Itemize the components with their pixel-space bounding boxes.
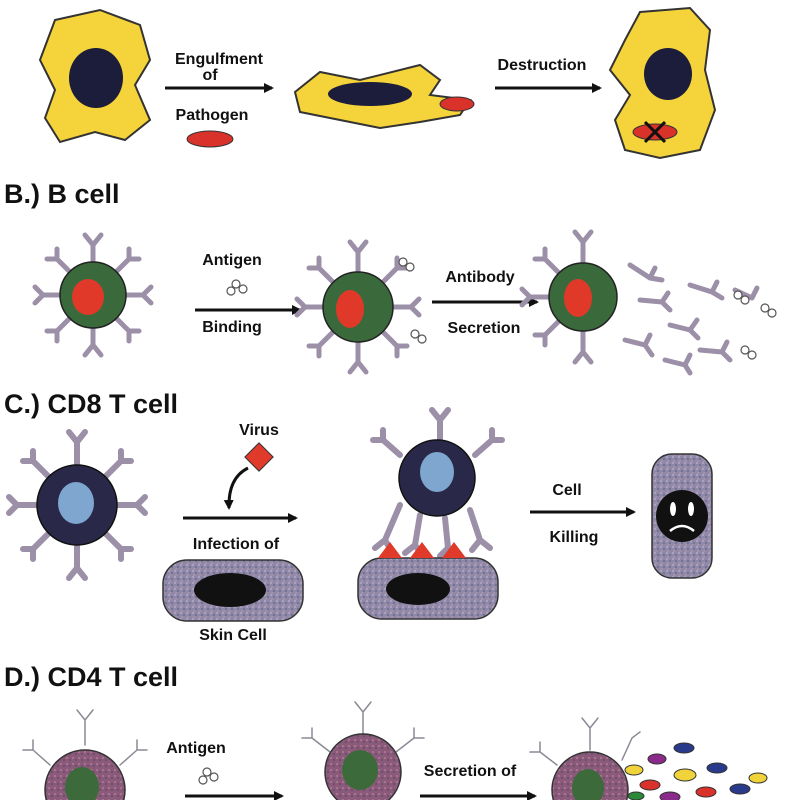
label-killing: Killing bbox=[550, 529, 599, 546]
label-engulfment-1: Engulfment bbox=[175, 51, 264, 68]
heading-c: C.) CD8 T cell bbox=[4, 389, 178, 419]
secreted-antibodies bbox=[622, 262, 760, 376]
panel-d: D.) CD4 T cell Antigen bbox=[4, 662, 768, 800]
cd4-t-cell-1-nucleus bbox=[65, 767, 99, 800]
virus-icon bbox=[244, 442, 274, 472]
label-antigen-b: Antigen bbox=[202, 252, 262, 269]
skin-cell-infected bbox=[357, 542, 499, 620]
b-cell-2 bbox=[294, 239, 427, 375]
destroyed-mark bbox=[643, 120, 667, 144]
label-engulfment-3: Pathogen bbox=[176, 107, 249, 124]
panel-b: B.) B cell Antigen Binding bbox=[4, 179, 777, 376]
label-secretion-d: Secretion of bbox=[424, 763, 517, 780]
label-binding: Binding bbox=[202, 319, 262, 336]
pathogen-free bbox=[186, 130, 234, 148]
macrophage-nucleus-2 bbox=[328, 82, 412, 106]
b-cell-1-nucleus bbox=[72, 279, 104, 315]
label-destruction: Destruction bbox=[498, 57, 587, 74]
label-virus: Virus bbox=[239, 422, 279, 439]
b-cell-1 bbox=[32, 232, 154, 358]
cd8-t-cell-1 bbox=[6, 429, 148, 581]
antigen-icon-d bbox=[198, 767, 219, 785]
panel-a: Engulfment of Pathogen Destruction bbox=[38, 6, 717, 160]
label-antigen-d: Antigen bbox=[166, 740, 226, 757]
label-cell: Cell bbox=[552, 482, 581, 499]
label-infection: Infection of bbox=[193, 536, 280, 553]
b-cell-3 bbox=[519, 229, 618, 365]
label-skin-cell: Skin Cell bbox=[199, 627, 267, 644]
panel-c: C.) CD8 T cell Virus Infection of bbox=[4, 389, 713, 644]
label-antibody: Antibody bbox=[445, 269, 514, 286]
virus-path bbox=[223, 466, 249, 510]
heading-d: D.) CD4 T cell bbox=[4, 662, 178, 692]
cd8-t-cell-1-nucleus bbox=[58, 482, 94, 524]
cd8-t-cell-2 bbox=[370, 407, 505, 559]
antigen-icon bbox=[226, 279, 248, 296]
cd4-t-cell-3-nucleus bbox=[572, 769, 604, 800]
cd4-t-cell-2 bbox=[298, 698, 428, 800]
cd4-t-cell-3 bbox=[526, 714, 644, 800]
secreted-cytokines bbox=[624, 742, 768, 800]
label-engulfment-2: of bbox=[202, 67, 218, 84]
cd4-t-cell-1 bbox=[19, 706, 151, 800]
macrophage-nucleus-1 bbox=[69, 48, 123, 108]
heading-b: B.) B cell bbox=[4, 179, 120, 209]
b-cell-3-nucleus bbox=[564, 279, 592, 317]
b-cell-2-nucleus bbox=[336, 290, 364, 328]
pathogen-engulfed bbox=[439, 96, 475, 112]
dying-skin-cell bbox=[651, 453, 713, 579]
macrophage-nucleus-3 bbox=[644, 48, 692, 100]
skin-cell bbox=[162, 559, 304, 622]
label-secretion-b: Secretion bbox=[448, 320, 521, 337]
cd8-t-cell-2-nucleus bbox=[420, 452, 454, 492]
cd4-t-cell-2-nucleus bbox=[342, 750, 378, 790]
